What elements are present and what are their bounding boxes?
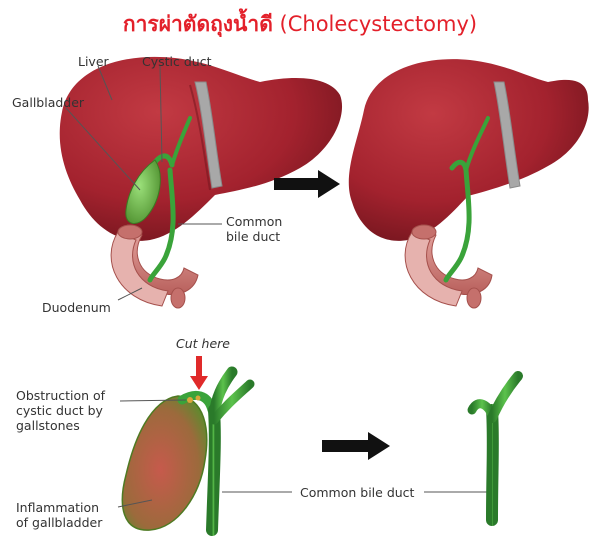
hepatic-duct-after (464, 116, 490, 172)
cystic-stump-after (449, 159, 469, 173)
label-inflammation-line1: Inflammation (16, 500, 100, 515)
common-bile-duct-bottom (206, 404, 221, 536)
label-inflammation: Inflammation of gallbladder (16, 500, 102, 530)
hepatic-duct-bottom-right (209, 379, 255, 425)
diagram-title: การผ่าตัดถุงน้ำดี (Cholecystectomy) (0, 8, 600, 41)
leader-duodenum (117, 287, 143, 301)
label-gallbladder: Gallbladder (12, 95, 85, 110)
ligament-after (493, 81, 521, 189)
arrow-top (274, 170, 340, 198)
gallbladder-before (125, 159, 161, 224)
cut-here-arrow (190, 356, 208, 390)
title-thai: การผ่าตัดถุงน้ำดี (122, 12, 273, 36)
duodenum-after (404, 224, 493, 309)
leader-obstruction (119, 399, 187, 402)
label-cut-here: Cut here (176, 336, 230, 351)
label-obstruction-line1: Obstruction of (16, 388, 106, 403)
leader-inflammation (117, 499, 153, 508)
gallstone-1 (187, 397, 193, 403)
label-common-bile-duct-bottom: Common bile duct (300, 485, 415, 500)
duodenum-before (110, 224, 199, 309)
leader-liver (97, 65, 113, 101)
label-duodenum: Duodenum (42, 300, 111, 315)
arrow-bottom (322, 432, 390, 460)
label-inflammation-line2: of gallbladder (16, 515, 103, 530)
hepatic-duct-before (170, 116, 192, 167)
ligament-before (194, 81, 223, 189)
inflamed-gallbladder (121, 395, 208, 531)
label-obstruction: Obstruction of cystic duct by gallstones (16, 388, 105, 433)
liver-after (348, 59, 589, 241)
leader-cystic-duct (159, 65, 163, 163)
leader-gallbladder (65, 107, 141, 191)
common-bile-duct-bottom-after (486, 404, 499, 526)
label-obstruction-line3: gallstones (16, 418, 80, 433)
label-common-line2: bile duct (226, 229, 281, 244)
label-liver: Liver (78, 54, 109, 69)
label-common-bile-duct-top: Common bile duct (226, 214, 282, 244)
common-bile-duct-before (147, 167, 176, 283)
hepatic-duct-bottom-left (208, 366, 238, 421)
label-common-line1: Common (226, 214, 283, 229)
gallstone-2 (195, 395, 201, 401)
title-english: (Cholecystectomy) (279, 12, 478, 36)
hepatic-duct-after-right (487, 371, 523, 423)
label-obstruction-line2: cystic duct by (16, 403, 103, 418)
label-cystic-duct: Cystic duct (142, 54, 212, 69)
common-bile-duct-after (443, 167, 472, 283)
